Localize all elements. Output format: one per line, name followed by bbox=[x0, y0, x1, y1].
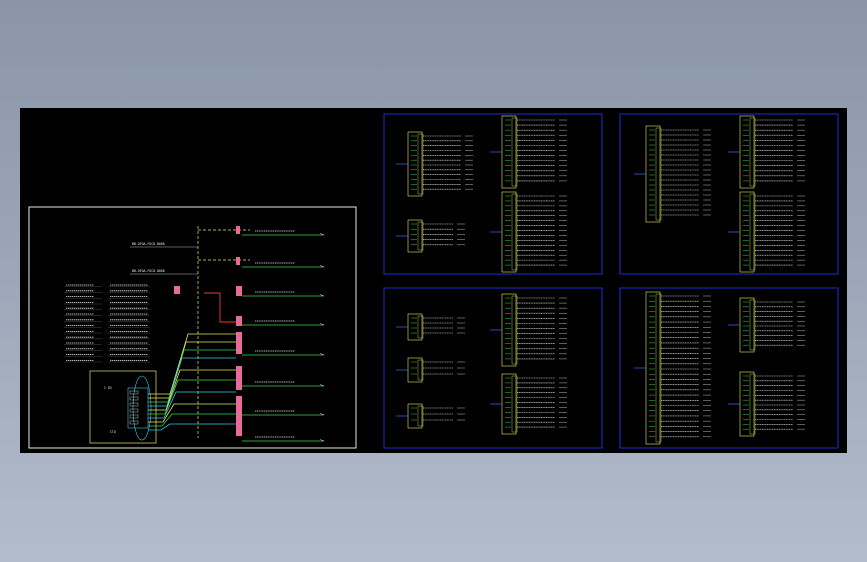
terminal-strip bbox=[645, 125, 661, 223]
terminal-strip bbox=[739, 371, 755, 437]
svg-text:I D3: I D3 bbox=[104, 386, 112, 390]
terminal-panel-2 bbox=[619, 113, 839, 275]
breaker bbox=[236, 286, 242, 296]
breaker bbox=[236, 257, 240, 265]
svg-text:CTO: CTO bbox=[110, 430, 116, 434]
breaker bbox=[236, 332, 242, 354]
panel-frame bbox=[619, 113, 839, 275]
cable-label-list bbox=[64, 284, 180, 363]
terminal-panel-1 bbox=[383, 113, 603, 275]
bundle-wire bbox=[148, 357, 236, 407]
main-schematic-frame: I D3 CTO BB-OFOA-FOC8-8008 BB-OFOA-FOC8-… bbox=[28, 206, 357, 449]
terminal-strip bbox=[407, 403, 423, 429]
bundle-wire bbox=[148, 413, 236, 427]
terminal-strip bbox=[407, 131, 423, 197]
bundle-wire bbox=[148, 391, 236, 419]
bundle-wire bbox=[148, 423, 236, 431]
panel-frame bbox=[383, 287, 603, 449]
terminal-strip bbox=[501, 293, 517, 367]
terminal-panel-3 bbox=[383, 287, 603, 449]
breaker bbox=[236, 396, 242, 436]
bundle-wire bbox=[148, 369, 236, 411]
panel-frame bbox=[619, 287, 839, 449]
terminal-strip bbox=[739, 297, 755, 353]
schematic-drawing: I D3 CTO BB-OFOA-FOC8-8008 BB-OFOA-FOC8-… bbox=[28, 113, 839, 449]
svg-text:BB-OFOA-FOC8-8008: BB-OFOA-FOC8-8008 bbox=[132, 269, 165, 273]
svg-text:BB-OFOA-FOC8-8008: BB-OFOA-FOC8-8008 bbox=[132, 242, 165, 246]
bundle-wire bbox=[148, 403, 236, 423]
bundle-wire bbox=[148, 333, 236, 395]
terminal-strip bbox=[407, 219, 423, 253]
panel-frame bbox=[383, 113, 603, 275]
breaker bbox=[236, 366, 242, 390]
terminal-strip bbox=[407, 357, 423, 383]
breaker bbox=[236, 316, 242, 326]
terminal-panel-4 bbox=[619, 287, 839, 449]
terminal-strip bbox=[739, 115, 755, 189]
bundle-wire bbox=[148, 379, 236, 415]
cad-viewport[interactable]: I D3 CTO BB-OFOA-FOC8-8008 BB-OFOA-FOC8-… bbox=[20, 108, 847, 453]
red-wire bbox=[204, 292, 236, 323]
breaker bbox=[236, 226, 240, 234]
terminal-strip bbox=[501, 115, 517, 189]
